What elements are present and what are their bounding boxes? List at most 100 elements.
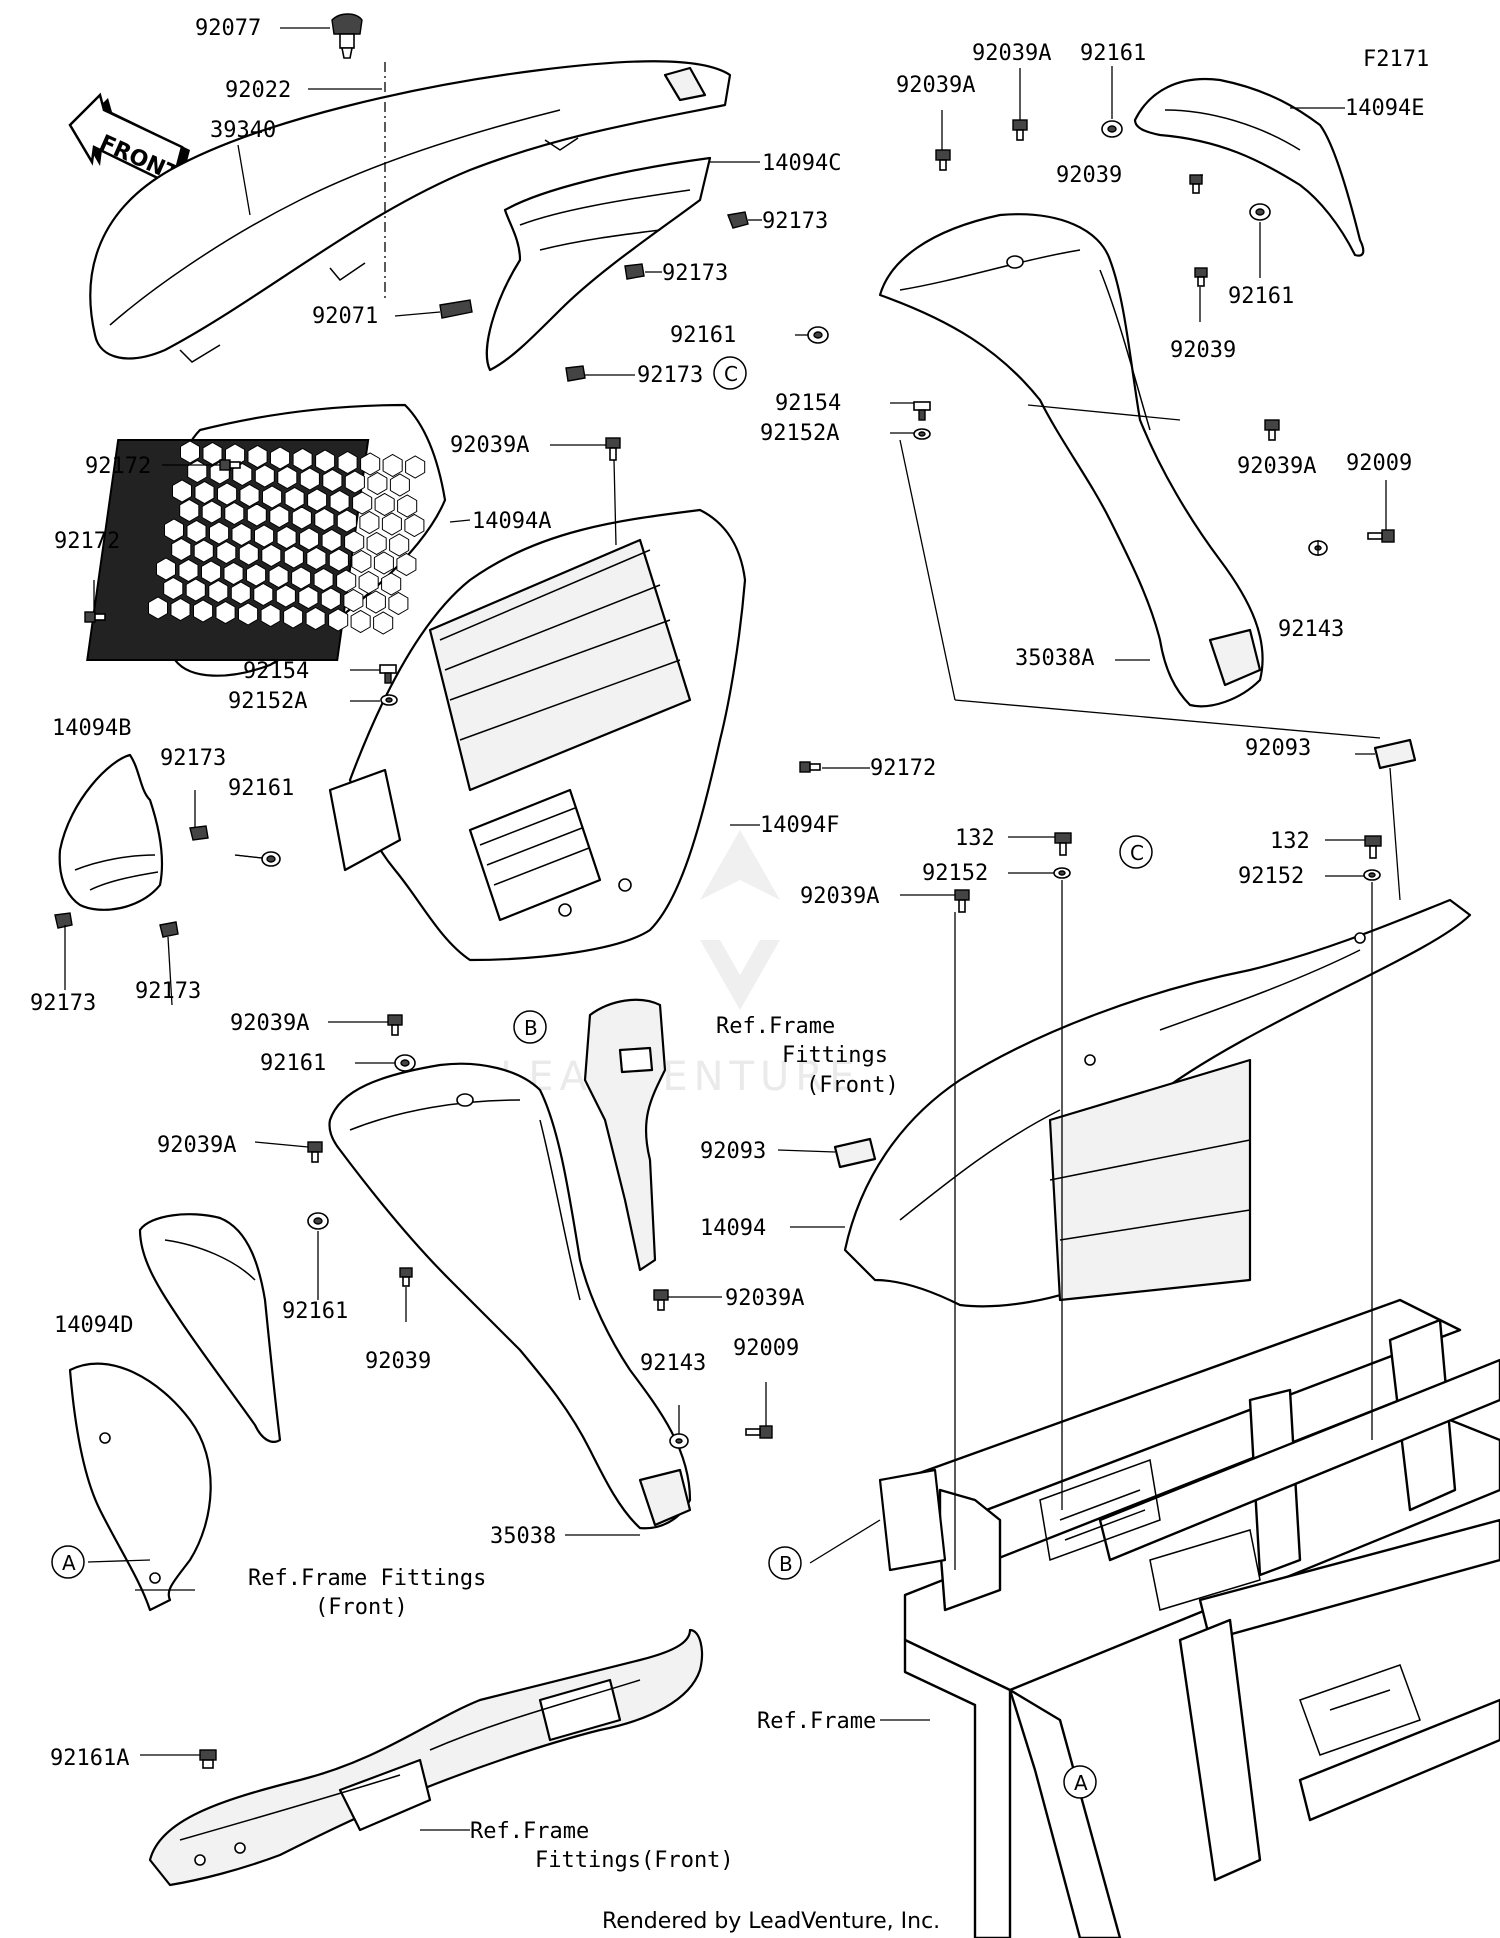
grille-hex-cell [389,533,410,557]
grille-hex-cell [230,581,251,605]
grommet-92161-b [1101,120,1123,138]
ref-frame: Ref.Frame [757,1709,876,1734]
grille-hex-cell [328,548,349,572]
grille-hex-cell [224,501,245,526]
label-92161-mid: 92161 [670,323,736,348]
rivet-92039A-b [1012,119,1028,141]
circle-A-right: A [1063,1765,1097,1799]
plug-92161A [199,1749,217,1769]
grille-hex-cell [291,506,312,530]
grille-hex-mesh [148,440,426,635]
grille-hex-cell [404,513,425,538]
watermark-text: LEADVENTURE [500,1054,860,1100]
grille-hex-cell [231,522,252,547]
label-92039A-f: 92039A [230,1011,309,1036]
grommet-92161-f [307,1212,329,1230]
label-92143-low: 92143 [640,1351,706,1376]
panel-14094D [138,1213,282,1443]
grille-hex-cell [373,611,394,635]
rivet-92039A-a [935,149,951,171]
label-92172-c: 92172 [870,756,936,781]
grille-hex-cell [389,473,410,497]
grille-hex-cell [388,591,409,616]
grille-hex-cell [322,468,343,493]
washer-92152-b [1363,869,1381,881]
ref-frame-fittings-2-a: Ref.Frame Fittings [248,1566,486,1591]
grille-hex-cell [320,587,341,611]
svg-text:A: A [1074,1771,1088,1795]
grommet-92161-c [1249,203,1271,221]
grille-hex-cell [246,563,267,587]
grille-hex-cell [148,596,168,620]
label-92173-d: 92173 [160,746,226,771]
label-92173-e: 92173 [30,991,96,1016]
grille-hex-cell [262,485,283,509]
label-92173-f: 92173 [135,979,201,1004]
grille-hex-cell [298,585,319,610]
screw-92172-c [799,761,821,773]
grille-hex-cell [201,500,222,524]
grille-hex-cell [179,498,200,523]
grille-hex-cell [232,462,253,487]
grille-hex-cell [315,449,336,473]
ref-frame-fittings-1-b: Fittings [782,1043,888,1068]
label-92039-a: 92039 [1056,163,1122,188]
grille-hex-cell [305,606,326,631]
panel-14094E [1133,78,1365,257]
grille-hex-cell [396,552,417,577]
label-132-a: 132 [955,826,995,851]
grille-hex-cell [313,567,334,592]
grommet-92161-d [807,326,829,344]
grille-hex-cell [336,569,357,593]
screw-92172-b [84,611,106,623]
grille-hex-cell [268,564,289,589]
label-92173-b: 92173 [662,261,728,286]
grille-hex-cell [193,599,214,623]
label-92152-b: 92152 [1238,864,1304,889]
front-top-cover-39340 [89,60,732,363]
grille-hex-cell [277,465,298,490]
label-14094: 14094 [700,1216,766,1241]
ref-frame-fittings-mid [583,998,667,1272]
clip-92071 [439,299,473,319]
grille-hex-cell [276,525,297,550]
fender-35038 [328,1062,692,1530]
label-92022: 92022 [225,78,291,103]
label-92172-a: 92172 [85,454,151,479]
grille-hex-cell [283,545,304,569]
label-92093-b: 92093 [700,1139,766,1164]
grille-hex-cell [253,582,274,607]
pad-92093-b [833,1137,877,1169]
floor-panel-14094 [843,898,1472,1308]
label-92039-b: 92039 [1170,338,1236,363]
rivet-92039-a [1189,174,1203,194]
clip-92173-d [189,825,209,841]
grille-hex-cell [306,546,327,571]
label-39340: 39340 [210,118,276,143]
label-92077: 92077 [195,16,261,41]
panel-14094B [58,753,164,911]
grille-hex-cell [275,584,296,608]
grille-hex-cell [373,551,394,575]
label-92173-c: 92173 [637,363,703,388]
grille-hex-cell [238,542,259,566]
grille-hex-cell [343,588,364,613]
grommet-92161-a [261,851,281,867]
label-92152A-mid: 92152A [228,689,307,714]
grille-hex-cell [352,491,373,515]
grille-hex-cell [269,504,290,529]
grille-hex-cell [163,576,184,601]
grommet-92161-e [394,1054,416,1072]
clip-92173-f [159,921,179,938]
grille-hex-cell [193,539,214,563]
label-14094B: 14094B [52,716,131,741]
label-92039A-b: 92039A [972,41,1051,66]
label-14094D: 14094D [54,1313,133,1338]
grille-hex-cell [180,440,200,464]
label-35038A: 35038A [1015,646,1094,671]
grille-hex-cell [247,444,268,469]
grille-hex-cell [360,452,381,476]
label-92039A-e: 92039A [800,884,879,909]
label-92039A-d: 92039A [1237,454,1316,479]
